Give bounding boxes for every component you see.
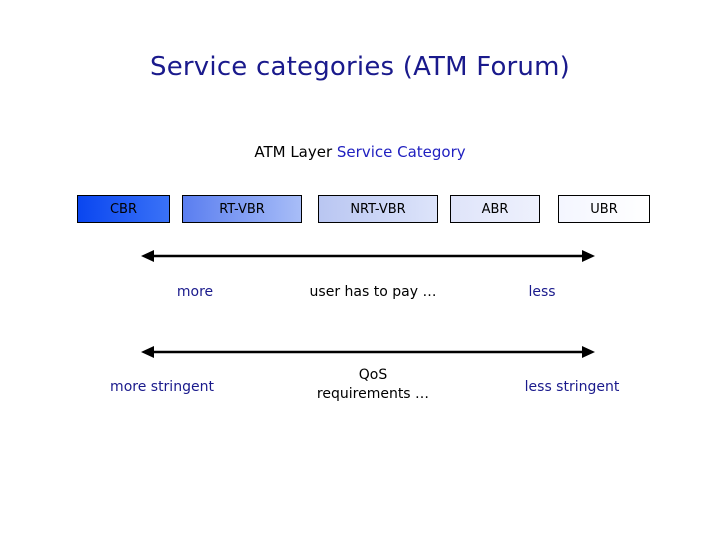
service-category-label: CBR <box>109 201 138 217</box>
qos-center-line-1: QoS <box>358 367 388 383</box>
cost-more-label: more <box>176 284 214 300</box>
cost-axis-arrow <box>141 248 595 264</box>
service-category-box-abr[interactable]: ABR <box>450 195 540 223</box>
service-category-box-cbr[interactable]: CBR <box>77 195 170 223</box>
service-category-label: NRT-VBR <box>350 201 406 217</box>
cost-less-label: less <box>528 284 556 300</box>
qos-more-stringent-label: more stringent <box>110 379 214 395</box>
subtitle-blue-text: Service Category <box>336 143 466 161</box>
subtitle-dark-text: ATM Layer <box>254 143 337 161</box>
qos-center-label: QoS requirements … <box>263 366 483 404</box>
subtitle: ATM Layer Service Category <box>0 143 720 161</box>
service-category-label: RT-VBR <box>219 201 265 217</box>
qos-less-stringent-label: less stringent <box>524 379 620 395</box>
cost-center-label: user has to pay … <box>309 284 437 300</box>
service-category-label: UBR <box>590 201 618 217</box>
service-category-box-ubr[interactable]: UBR <box>558 195 650 223</box>
service-category-label: ABR <box>481 201 509 217</box>
service-category-box-nrt-vbr[interactable]: NRT-VBR <box>318 195 438 223</box>
service-category-box-rt-vbr[interactable]: RT-VBR <box>182 195 302 223</box>
page-title: Service categories (ATM Forum) <box>150 52 570 82</box>
qos-center-line-2: requirements … <box>316 385 430 402</box>
qos-axis-arrow <box>141 344 595 360</box>
